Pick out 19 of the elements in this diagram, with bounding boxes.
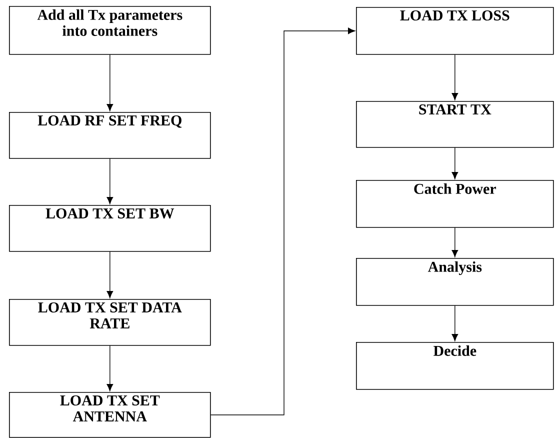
process-box: Decide (356, 342, 554, 390)
arrow (106, 251, 114, 298)
arrow (106, 54, 114, 112)
arrow (106, 158, 114, 204)
process-box: START TX (356, 101, 554, 148)
arrow (106, 345, 114, 392)
arrow (452, 227, 458, 258)
process-box: Analysis (356, 258, 554, 306)
arrow (452, 54, 458, 100)
arrow (452, 147, 458, 180)
process-box: Catch Power (356, 180, 554, 228)
process-box: LOAD RF SET FREQ (9, 112, 211, 159)
process-box: LOAD TX LOSS (356, 7, 554, 55)
arrow (452, 305, 458, 342)
arrow (210, 28, 356, 416)
process-box: LOAD TX SET DATA RATE (9, 299, 211, 346)
process-box: LOAD TX SET ANTENNA (9, 392, 211, 438)
process-box: Add all Tx parameters into containers (9, 6, 211, 55)
process-box: LOAD TX SET BW (9, 205, 211, 252)
